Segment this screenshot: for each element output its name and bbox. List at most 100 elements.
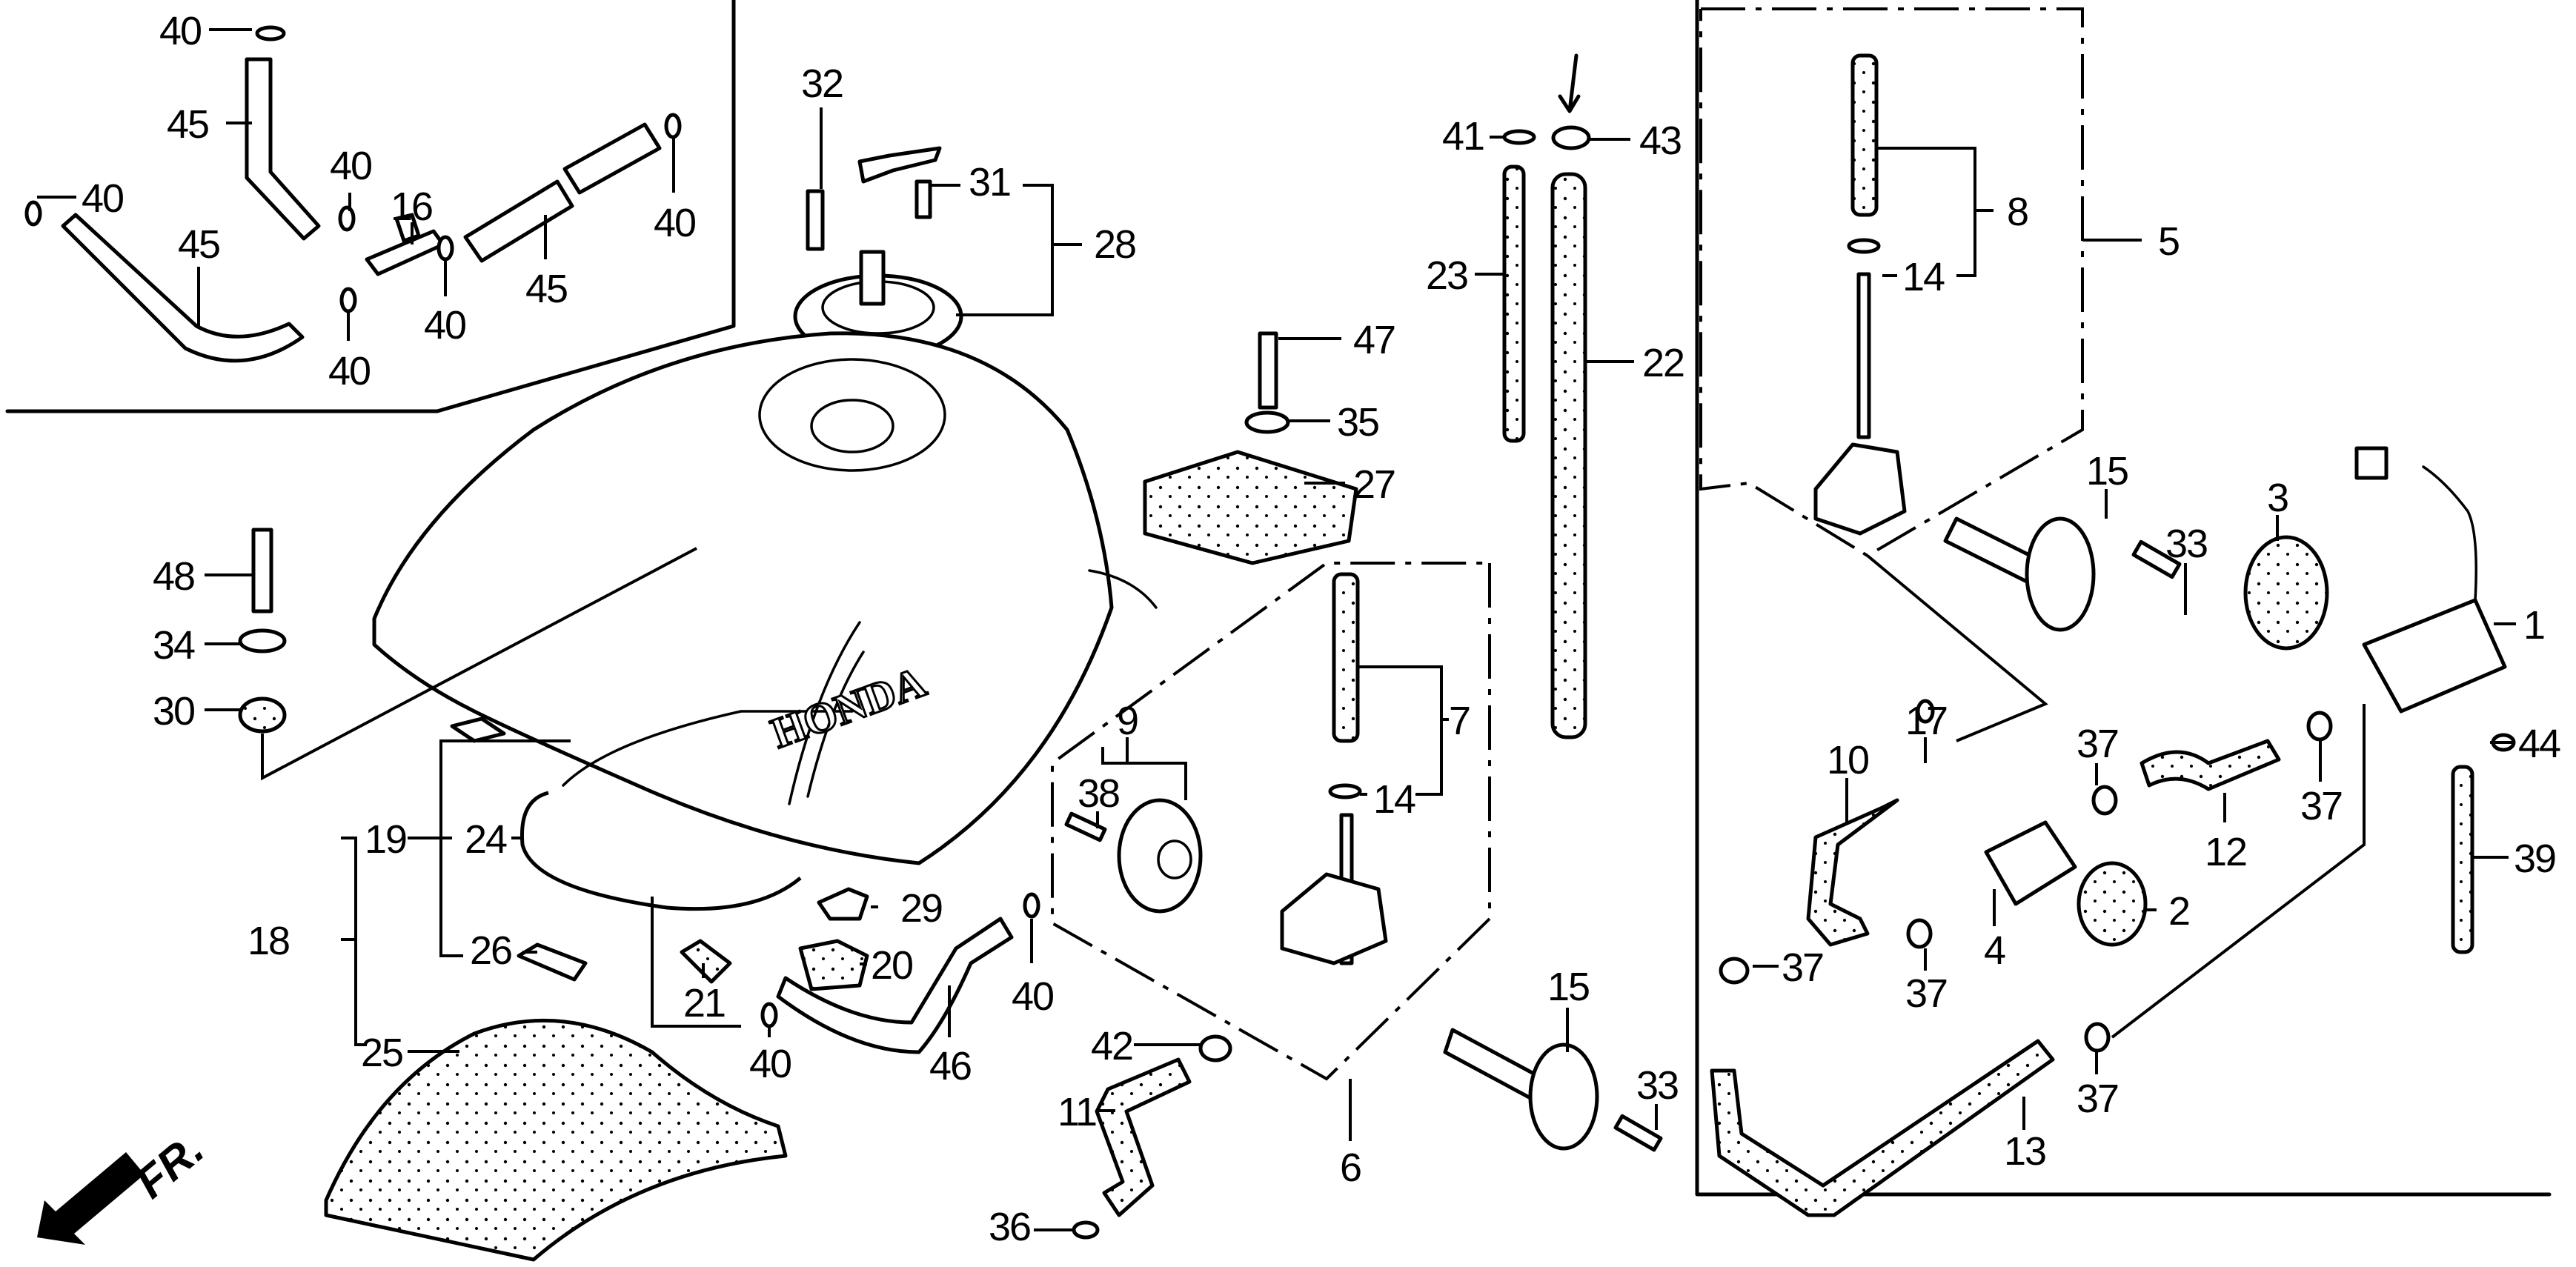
fuel-pump-1 (2362, 598, 2507, 714)
filler-neck (810, 399, 894, 453)
rubber-26 (517, 942, 588, 982)
callout-40: 40 (328, 349, 370, 393)
callout-37: 37 (1782, 945, 1823, 990)
diaphragm-center (1157, 839, 1192, 879)
callout-47: 47 (1353, 318, 1395, 362)
tank-front-tab (1088, 569, 1158, 609)
clamp-42-icon (1198, 1034, 1232, 1063)
fuel-filter-4 (1984, 820, 2077, 906)
cushion-20 (798, 939, 869, 991)
fuel-pump-wire (2422, 465, 2477, 602)
petcock-5-body (1813, 442, 1907, 536)
fuel-hose-12 (2140, 739, 2281, 791)
strainer-7 (1332, 572, 1360, 743)
honda-wing-logo (788, 621, 861, 805)
callout-21: 21 (683, 981, 725, 1025)
clamp-37-icon (1719, 957, 1750, 985)
tube-39 (2451, 765, 2474, 954)
callout-4: 4 (1984, 928, 2005, 973)
callout-35: 35 (1337, 400, 1378, 445)
callout-15: 15 (2086, 449, 2128, 493)
callout-40: 40 (159, 9, 201, 53)
callout-45: 45 (178, 222, 219, 267)
callout-33: 33 (1636, 1063, 1678, 1108)
callout-15: 15 (1547, 965, 1589, 1009)
tank-pad-24 (519, 791, 802, 911)
o-ring-14 (1847, 238, 1881, 254)
clamp-37-icon (1906, 918, 1933, 949)
cap-screw-31 (914, 179, 932, 219)
callout-11: 11 (1058, 1090, 1096, 1134)
callout-37: 37 (2300, 784, 2342, 828)
callout-10: 10 (1827, 738, 1868, 782)
petcock-group-6-box (1051, 562, 1491, 1081)
clip-36-icon (1072, 1220, 1100, 1240)
callout-12: 12 (2205, 830, 2246, 874)
bolt-47 (1258, 331, 1278, 410)
callout-40: 40 (424, 303, 465, 347)
fuel-unit-15-flange (2025, 516, 2096, 632)
callout-34: 34 (153, 623, 195, 668)
clamp-43-icon (1551, 125, 1591, 150)
callout-19: 19 (365, 817, 406, 862)
fuel-cap-assembly (793, 146, 963, 359)
honda-wing-logo-line (806, 651, 865, 798)
cushion-3 (2243, 535, 2329, 651)
callout-40: 40 (654, 201, 695, 245)
tube-22 (1550, 172, 1587, 739)
callout-32: 32 (801, 61, 843, 106)
heat-guard-pad-25 (324, 1018, 788, 1262)
callout-41: 41 (1442, 114, 1484, 159)
callout-3: 3 (2267, 476, 2288, 520)
breather-hose-45-right-b (562, 122, 662, 195)
right-inset-border (1695, 0, 2552, 1197)
screw-33-lower (1613, 1114, 1663, 1152)
callout-25: 25 (361, 1031, 402, 1075)
rubber-mount-30 (238, 696, 287, 734)
fuel-pump-connector (2354, 446, 2389, 480)
collar-34 (238, 628, 287, 654)
callout-43: 43 (1639, 119, 1681, 163)
callout-40: 40 (749, 1042, 791, 1086)
clamp-37-icon (2091, 785, 2118, 816)
rubber-21 (680, 939, 732, 984)
callout-5: 5 (2158, 219, 2179, 264)
leader-lines (37, 28, 2516, 1231)
callout-8: 8 (2007, 190, 2028, 234)
fuel-hose-10 (1806, 798, 1899, 947)
callout-14: 14 (1373, 777, 1415, 822)
clamp-37-icon (2084, 1022, 2111, 1053)
callout-40: 40 (82, 176, 123, 221)
callout-48: 48 (153, 554, 194, 599)
clip-40-icon (255, 25, 286, 41)
breather-hose-group (24, 25, 682, 363)
callout-labels: 40 45 40 45 40 16 40 40 45 40 32 31 28 4… (82, 9, 2562, 1249)
callout-46: 46 (929, 1044, 971, 1088)
collar-35 (1244, 410, 1290, 434)
callout-38: 38 (1078, 771, 1119, 816)
callout-20: 20 (871, 943, 912, 988)
callout-9: 9 (1117, 699, 1138, 743)
mount-hardware (238, 331, 1358, 734)
screw-33 (2131, 539, 2182, 579)
front-arrow-icon (37, 1152, 145, 1245)
callout-27: 27 (1353, 462, 1395, 507)
key-icon (857, 146, 942, 184)
callout-6: 6 (1340, 1145, 1361, 1190)
callout-39: 39 (2514, 837, 2555, 881)
cap-bolt-32 (806, 189, 825, 251)
petcock-assembly-5 (1813, 53, 1907, 536)
callout-13: 13 (2004, 1129, 2045, 1174)
front-direction-marker: FR. (37, 1124, 213, 1245)
petcock-5-stem (1856, 272, 1871, 439)
callout-24: 24 (465, 817, 507, 862)
breather-hose-45-lower (61, 213, 305, 363)
fuel-unit-15-lower-flange (1528, 1042, 1599, 1151)
clip-41-icon (1502, 129, 1536, 145)
clip-40-icon (338, 205, 356, 232)
callout-42: 42 (1091, 1024, 1132, 1068)
callout-37: 37 (1905, 971, 1947, 1016)
tank-pads (324, 791, 869, 1262)
clip-17-icon (1916, 699, 1935, 724)
fuel-hose-13 (1710, 1039, 2055, 1217)
